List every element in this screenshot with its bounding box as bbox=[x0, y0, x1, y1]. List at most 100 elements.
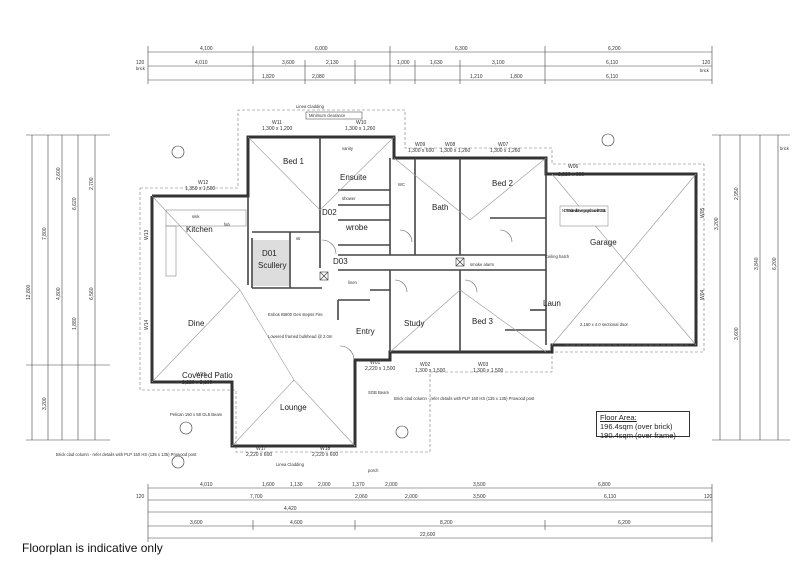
room-lounge: Lounge bbox=[280, 403, 307, 412]
label-garage-door: 2,150 x 4.0 sectional door bbox=[580, 322, 629, 327]
room-entry: Entry bbox=[356, 327, 375, 336]
label-w17-size: 2,220 x 600 bbox=[246, 452, 272, 458]
label-w06-size: 2,220 x 600 bbox=[558, 172, 584, 178]
kitchen-island bbox=[165, 225, 177, 277]
room-laun: Laun bbox=[543, 299, 561, 308]
dim-left-6: 6,620 bbox=[72, 197, 78, 210]
label-w10: W10 bbox=[356, 120, 367, 126]
label-w02: W02 bbox=[420, 362, 431, 368]
dim-bottom-r2-2: 2,060 bbox=[355, 494, 368, 500]
internal-walls bbox=[247, 137, 547, 352]
label-w15: W15 bbox=[196, 372, 207, 378]
label-brick-column-1: Brick clad column - refer details with P… bbox=[56, 452, 197, 457]
floor-area-box: Floor Area: 196.4sqm (over brick) 190.4s… bbox=[596, 411, 690, 440]
label-entry-beam: Enbos IB800 Gen stepss Fire bbox=[268, 312, 323, 317]
dim-top-r2-5: 1,630 bbox=[430, 60, 443, 66]
room-bath: Bath bbox=[432, 203, 448, 212]
dim-top-r3-4: 1,800 bbox=[510, 74, 523, 80]
dim-top-brick-left: 120 bbox=[136, 60, 145, 66]
label-min-clearance: Minimum clearance bbox=[309, 113, 346, 118]
label-w12: W12 bbox=[198, 180, 209, 186]
dim-top-2: 6,000 bbox=[315, 46, 328, 52]
dim-top-r2-1: 4,010 bbox=[195, 60, 208, 66]
room-kitchen: Kitchen bbox=[186, 225, 213, 234]
room-wrobe: wrobe bbox=[345, 223, 368, 232]
scullery-fill bbox=[253, 240, 289, 286]
room-linen: linen bbox=[348, 280, 358, 285]
room-bed3: Bed 3 bbox=[472, 317, 493, 326]
label-porch: porch bbox=[368, 468, 379, 473]
dim-bottom-brick-left: 120 bbox=[136, 494, 145, 500]
dim-left-5: 4,800 bbox=[56, 287, 62, 300]
brick-left: brick bbox=[136, 66, 146, 71]
label-insulation-note: NOTE: Insulate walls between garage & ho… bbox=[562, 208, 606, 213]
bottom-dimensions bbox=[147, 484, 713, 542]
door-swings bbox=[321, 229, 513, 361]
dim-bottom-r1-5: 1,370 bbox=[352, 482, 365, 488]
dim-top-1: 4,100 bbox=[200, 46, 213, 52]
room-sink: sink bbox=[192, 214, 200, 219]
dim-left-4: 2,600 bbox=[56, 167, 62, 180]
dim-right-4: 3,840 bbox=[754, 257, 760, 270]
dim-left-7: 1,880 bbox=[72, 317, 78, 330]
label-w08: W08 bbox=[445, 142, 456, 148]
room-garage: Garage bbox=[590, 238, 617, 247]
label-w07-size: 1,300 x 1,260 bbox=[490, 148, 521, 154]
label-w03: W03 bbox=[478, 362, 489, 368]
dim-bottom-r2-5: 6,110 bbox=[604, 494, 616, 500]
room-fab: fab bbox=[224, 222, 230, 227]
label-w14: W14 bbox=[144, 320, 150, 331]
label-w04: W04 bbox=[700, 290, 706, 301]
dim-top-r3-5: 6,110 bbox=[606, 74, 618, 80]
room-covered-patio: Covered Patio bbox=[182, 371, 233, 380]
dim-bottom-r1-1: 4,010 bbox=[200, 482, 213, 488]
room-bed1: Bed 1 bbox=[283, 157, 304, 166]
dim-bottom-total: 22,600 bbox=[420, 532, 436, 538]
section-markers bbox=[171, 133, 615, 469]
dim-bottom-r2-3: 2,000 bbox=[405, 494, 418, 500]
label-brick-column-2: Brick clad column - refer details with P… bbox=[394, 396, 535, 401]
dim-left-9: 6,560 bbox=[89, 287, 95, 300]
label-w11-size: 1,300 x 1,200 bbox=[262, 126, 293, 132]
label-sgb: SGB Beam bbox=[368, 390, 389, 395]
label-w01-size: 2,220 x 1,500 bbox=[365, 366, 396, 372]
dim-top-4: 6,200 bbox=[608, 46, 621, 52]
dim-bottom-r1-7: 3,500 bbox=[473, 482, 486, 488]
dim-right-brick: brick bbox=[780, 146, 790, 151]
label-d02: D02 bbox=[322, 208, 337, 217]
label-w09-size: 1,300 x 600 bbox=[408, 148, 434, 154]
top-dimensions bbox=[147, 46, 713, 84]
dim-bottom-r1-6: 2,000 bbox=[385, 482, 398, 488]
label-w07: W07 bbox=[498, 142, 509, 148]
label-w11: W11 bbox=[272, 120, 282, 126]
dim-bottom-r4-1: 3,600 bbox=[190, 520, 203, 526]
room-study: Study bbox=[404, 319, 424, 328]
label-w01: W01 bbox=[370, 360, 381, 366]
smoke-alarm-icon bbox=[319, 257, 465, 281]
room-vanity: vanity bbox=[342, 146, 354, 151]
brick-right: brick bbox=[700, 68, 710, 73]
dim-right-5: 6,200 bbox=[772, 257, 778, 270]
room-dine: Dine bbox=[188, 319, 205, 328]
label-cladding-top: Linea Cladding bbox=[296, 104, 325, 109]
dim-right-2: 2,950 bbox=[734, 187, 740, 200]
label-w15-size: 2,220 x 2,100 bbox=[182, 380, 213, 386]
dim-bottom-r1-2: 1,600 bbox=[262, 482, 275, 488]
dim-right-1: 3,200 bbox=[714, 217, 720, 230]
label-w08-size: 1,300 x 1,260 bbox=[440, 148, 471, 154]
room-ensuite: Ensuite bbox=[340, 173, 367, 182]
dim-bottom-r1-3: 1,130 bbox=[290, 482, 303, 488]
clearance-box bbox=[305, 111, 363, 120]
dim-bottom-r4-4: 6,200 bbox=[618, 520, 631, 526]
dim-left-1: 12,800 bbox=[26, 284, 32, 300]
side-dimensions bbox=[26, 134, 790, 441]
roof-hip-lines bbox=[151, 136, 697, 447]
room-shower: shower bbox=[342, 196, 356, 201]
label-w02-size: 1,300 x 1,500 bbox=[415, 368, 446, 374]
label-bulkhead: Lowered framed bulkhead @ 2.0m bbox=[268, 334, 333, 339]
dim-top-brick-right: 120 bbox=[702, 60, 711, 66]
label-w18: W18 bbox=[320, 446, 331, 452]
label-w06: W06 bbox=[568, 164, 579, 170]
dim-top-r3-2: 2,080 bbox=[312, 74, 325, 80]
